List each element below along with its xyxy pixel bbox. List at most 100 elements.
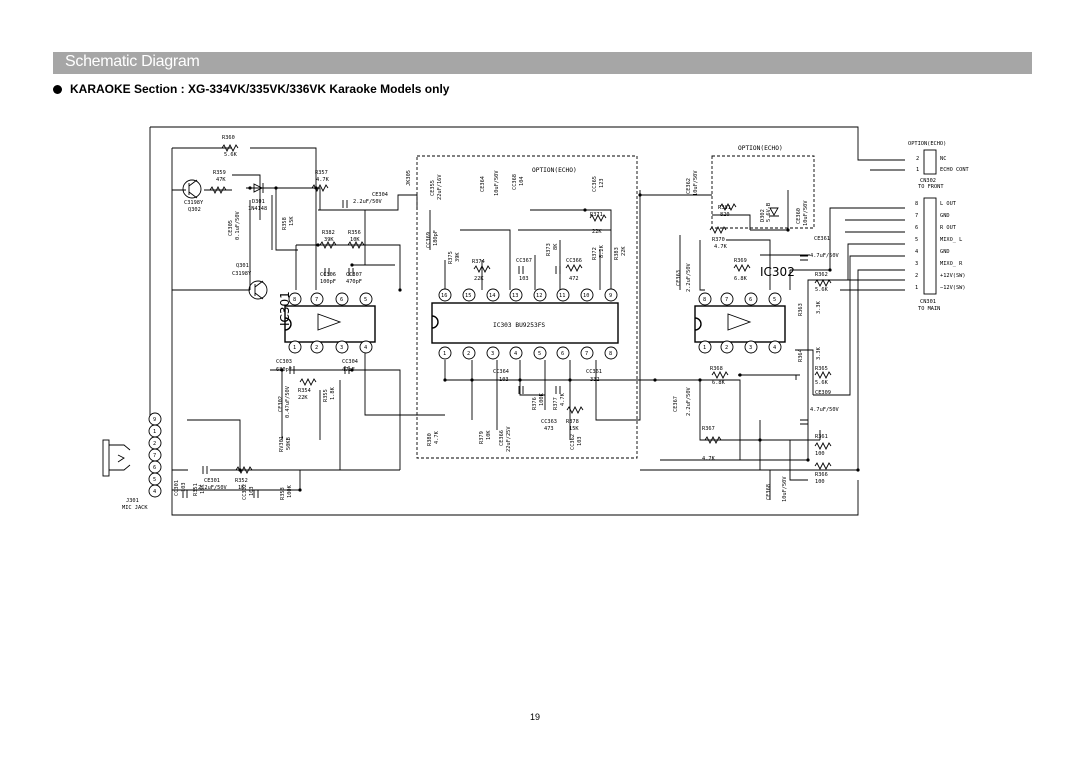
r361-val: 100: [815, 451, 825, 457]
ic301-pin-3: 3: [340, 345, 343, 351]
cn302-pin-1-label: ECHO CONT: [940, 167, 970, 173]
ic303-pin-15: 15: [465, 293, 471, 299]
ic301-top-pins: 8 7 6 5: [288, 292, 373, 306]
ic301-pin-7: 7: [315, 297, 318, 303]
ce368-val: 10uF/50V: [782, 476, 788, 502]
ic302-bottom-pins: 1 2 3 4: [698, 340, 782, 354]
r377-ref: R377: [553, 397, 559, 410]
ic301-bottom-pins: 1 2 3 4: [288, 340, 373, 354]
ce362-ref: CE362: [686, 178, 692, 194]
r362-val: 5.6K: [815, 287, 829, 293]
r358-ref: R358: [282, 217, 288, 230]
r380-ref: R380: [427, 433, 433, 446]
ce305-val: 0.1uF/50V: [235, 210, 241, 240]
ce361-val: 4.7uF/50V: [810, 253, 840, 259]
ic303-pin-10: 10: [583, 293, 589, 299]
r383-val: 22K: [621, 246, 627, 256]
cc367-ref: CC367: [516, 258, 532, 264]
ic303-pin-2: 2: [467, 351, 470, 357]
cn301-pin-6: 6: [915, 225, 918, 231]
option-echo-label-left: OPTION(ECHO): [532, 167, 577, 174]
cc362-ref: CC362: [570, 434, 576, 450]
ic302-label: IC302: [760, 265, 795, 279]
r366-ref: R366: [815, 472, 828, 478]
ic303-pin-9: 9: [609, 293, 612, 299]
d301-ref: D301: [252, 199, 265, 205]
cn301-pin-5-label: MIXO_ L: [940, 237, 962, 243]
cc368-ref: CC368: [512, 174, 518, 190]
ic302-pin-1: 1: [703, 345, 706, 351]
cn301-pin-2-label: +12V(SW): [940, 273, 966, 279]
cc363-val: 473: [544, 426, 554, 432]
cn301-pin-7-label: GND: [940, 213, 950, 219]
ce367-ref: CE367: [673, 396, 679, 412]
r378-val: 15K: [569, 426, 579, 432]
cn301-sub: TO MAIN: [918, 306, 940, 312]
ic303-label: IC303 BU9253FS: [493, 322, 545, 329]
ce363-ref: CE363: [676, 270, 682, 286]
j301-pin-9: 9: [153, 417, 156, 423]
ce366-ref: CE366: [499, 430, 505, 446]
r352-val: 1K: [238, 485, 245, 491]
ic303-pin-6: 6: [561, 351, 564, 357]
ic303-pin-3: 3: [491, 351, 494, 357]
r354-ref: R354: [298, 388, 311, 394]
ce367-val: 2.2uF/50V: [686, 386, 692, 416]
r355-ref: R355: [323, 389, 329, 402]
ic303-pin-4: 4: [514, 351, 517, 357]
r353-ref: R353: [280, 487, 286, 500]
j301-pin-5: 5: [153, 477, 156, 483]
r370-ref: R370: [712, 237, 725, 243]
bullet-icon: [53, 85, 62, 94]
ic303-pin-13: 13: [512, 293, 518, 299]
r355-val: 1.8K: [330, 386, 336, 400]
ic302-pin-3: 3: [749, 345, 752, 351]
cc304-ref: CC304: [342, 359, 358, 365]
ic303-pin-14: 14: [489, 293, 495, 299]
r382-ref: R382: [322, 230, 335, 236]
r368-val: 6.8K: [712, 380, 726, 386]
cn302-name: CN302: [920, 178, 936, 184]
r376-val: 100K: [539, 392, 545, 406]
r374-val: 22K: [474, 276, 484, 282]
component-labels: R360 5.6K R359 47K C3198Y Q302 D301 1N41…: [174, 135, 840, 502]
r371-val: 22K: [592, 229, 602, 235]
cn301-pin-8: 8: [915, 201, 918, 207]
r361-ref: R361: [815, 434, 828, 440]
ic302-pin-8: 8: [703, 297, 706, 303]
r357-val: 4.7K: [316, 177, 330, 183]
d301-val: 1N4148: [248, 206, 267, 212]
jk305-ref: JK305: [406, 170, 412, 186]
ce366-val: 22uF/25V: [506, 426, 512, 452]
r376-ref: R376: [532, 397, 538, 410]
connector-cn302: OPTION(ECHO) 2 NC 1 ECHO CONT CN302 TO F…: [908, 141, 970, 190]
ce363-val: 2.2uF/50V: [686, 262, 692, 292]
r370-val: 4.7K: [714, 244, 728, 250]
ce364-ref: CE364: [480, 176, 486, 192]
ic301-pin-5: 5: [364, 297, 367, 303]
r367-val: 4.7K: [702, 456, 716, 462]
cn301-pin-3-label: MIXO_ R: [940, 261, 963, 267]
ic301-pin-4: 4: [364, 345, 367, 351]
r352-ref: R352: [235, 478, 248, 484]
ic301-pin-6: 6: [340, 297, 343, 303]
cn301-name: CN301: [920, 299, 936, 305]
ic302-pin-5: 5: [773, 297, 776, 303]
cc303-val: 680pF: [276, 367, 292, 373]
cc364-val: 103: [499, 377, 509, 383]
option-echo-box-right: [711, 155, 815, 229]
r368-ref: R368: [710, 366, 723, 372]
cc365-ref: CC365: [592, 176, 598, 192]
cc364-ref: CC364: [493, 369, 509, 375]
cc302-val: 103: [249, 486, 255, 496]
cc303-ref: CC303: [276, 359, 292, 365]
r380-val: 4.7K: [434, 430, 440, 444]
r356-val: 10K: [350, 237, 360, 243]
r371-ref: R371: [590, 212, 603, 218]
cn301-pin-3: 3: [915, 261, 918, 267]
r372-ref: R372: [592, 247, 598, 260]
cn302-title: OPTION(ECHO): [908, 141, 946, 147]
ic301-pin-1: 1: [293, 345, 296, 351]
ic303-pin-11: 11: [559, 293, 565, 299]
junction-dots: [238, 186, 860, 492]
